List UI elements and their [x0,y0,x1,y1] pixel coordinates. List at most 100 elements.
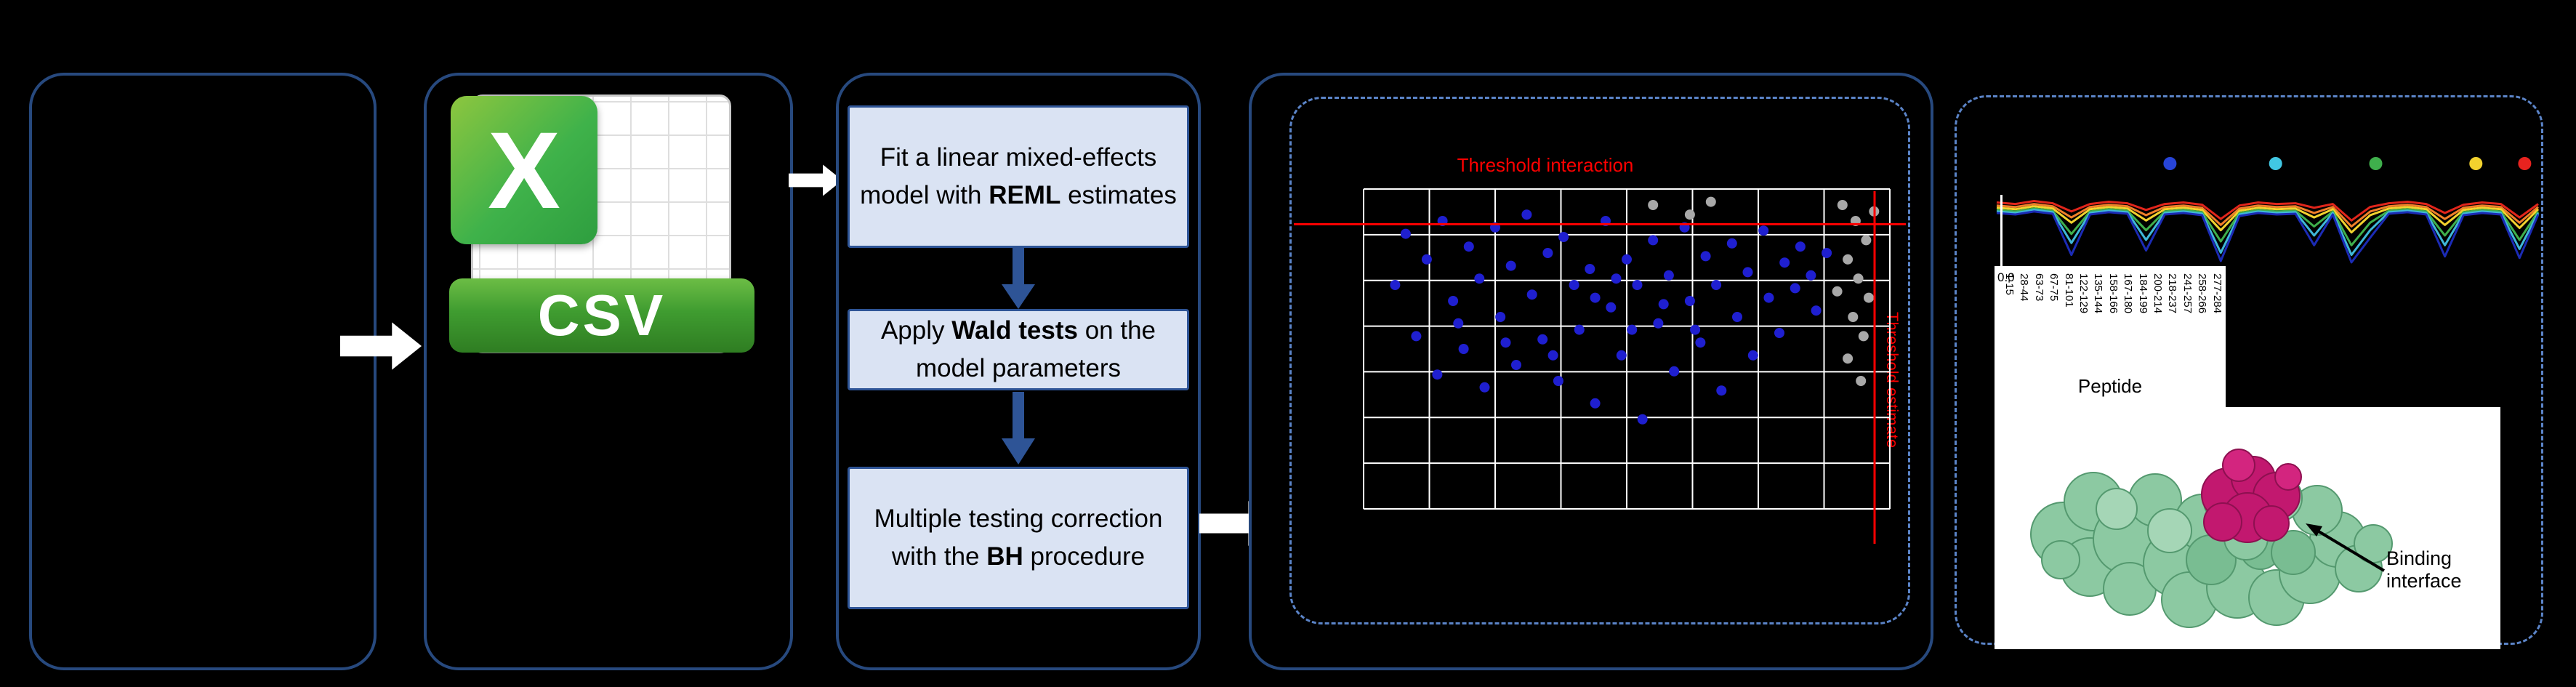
step2-text-post: on the model parameters [915,316,1156,383]
binding-interface-arrow [2306,523,2386,572]
scatter-point [1521,209,1532,220]
scatter-point [1716,385,1727,396]
scatter-point [1505,260,1516,271]
excel-x-letter: X [487,108,561,231]
step2-text-bold: Wald tests [951,316,1078,345]
y-axis-tick-label: 0.0 [1997,270,2015,284]
excel-x-icon: X [451,96,597,244]
step3-text-post: procedure [1023,542,1146,571]
scatter-point [1663,270,1674,281]
scatter-point [1856,376,1867,386]
scatter-point [1690,324,1701,335]
binding-interface-label: Binding interface [2386,547,2462,592]
input-panel [29,73,377,670]
condition-marker-dot [2369,157,2383,170]
condition-marker-dot [2269,157,2282,170]
scatter-point [1637,414,1648,425]
scatter-point [1700,251,1711,262]
scatter-point [1542,248,1553,258]
scatter-point [1569,280,1579,290]
scatter-point [1553,376,1563,386]
scatter-point [1779,257,1790,268]
scatter-point [1763,292,1774,303]
condition-marker-dot [2518,157,2532,170]
step-box-bh-text: Multiple testing correction with the BH … [858,500,1178,576]
scatter-point [1511,360,1521,370]
profile-line [1996,207,2540,246]
step3-text-bold: BH [986,542,1023,571]
profile-line [1996,210,2540,264]
scatter-point [1606,302,1617,313]
scatter-point [1558,232,1569,242]
scatter-point [1822,248,1832,258]
scatter-point [1806,270,1816,281]
scatter-point [1837,200,1848,210]
scatter-point [1684,296,1695,306]
scatter-point [1453,318,1464,329]
scatter-point [1648,235,1659,246]
scatter-point [1590,398,1601,409]
flow-arrow-down-1 [1002,248,1035,309]
protein-surface-green [2030,467,2393,628]
scatter-point [1500,337,1511,348]
scatter-point [1774,328,1784,338]
scatter-point [1432,369,1443,380]
scatter-point [1653,318,1664,329]
profile-line [1996,209,2540,257]
scatter-point [1627,324,1638,335]
scatter-point [1474,273,1485,284]
scatter-dashed-frame [1289,97,1910,624]
scatter-point [1853,273,1864,284]
csv-ribbon: CSV [449,278,754,353]
step2-text-pre: Apply [880,316,952,345]
scatter-point [1421,254,1432,265]
profile-line [1996,205,2540,234]
condition-marker-dot [2469,157,2483,170]
scatter-point [1537,334,1548,345]
profile-chart-y-axis [2000,195,2003,266]
scatter-point [1458,344,1469,354]
scatter-point [1742,267,1753,278]
flow-arrow-right-1 [340,322,422,370]
scatter-point [1711,280,1722,290]
scatter-point [1632,280,1643,290]
scatter-point [1411,331,1422,342]
scatter-point [1495,312,1506,322]
arrow-shape [1002,248,1035,309]
scatter-point [1795,241,1806,252]
scatter-point [1590,292,1601,303]
arrow-shape [789,164,842,196]
scatter-point [1611,273,1622,284]
scatter-point [1832,286,1843,297]
arrow-shape [340,322,422,370]
scatter-point [1758,225,1769,236]
scatter-point [1669,366,1680,377]
scatter-point [1790,283,1800,294]
flow-arrow-right-2 [789,164,842,196]
threshold-interaction-label: Threshold interaction [1457,154,1634,176]
scatter-point [1448,296,1459,306]
step-box-reml-text: Fit a linear mixed-effects model with RE… [858,139,1178,215]
condition-marker-dot [2163,157,2177,170]
scatter-point [1848,312,1859,322]
scatter-point [1695,337,1706,348]
scatter-point [1648,200,1659,210]
step-box-wald-text: Apply Wald tests on the model parameters [858,312,1178,388]
scatter-point [1400,228,1411,239]
step1-text-pre: Fit a linear mixed-effects model with [860,142,1157,210]
scatter-point [1390,280,1401,290]
step1-text-post: estimates [1060,181,1177,209]
binding-interface-region [2201,449,2302,543]
scatter-point [1463,241,1474,252]
scatter-plot: Threshold interaction Threshold estimate [1294,154,1906,544]
peptide-axis-title: Peptide [2077,375,2143,397]
step-box-reml: Fit a linear mixed-effects model with RE… [848,105,1189,248]
scatter-point [1616,350,1627,361]
csv-label: CSV [537,283,667,347]
scatter-point [1732,312,1742,322]
profile-line [1996,200,2539,222]
scatter-point [1843,353,1853,364]
scatter-point [1479,382,1490,393]
